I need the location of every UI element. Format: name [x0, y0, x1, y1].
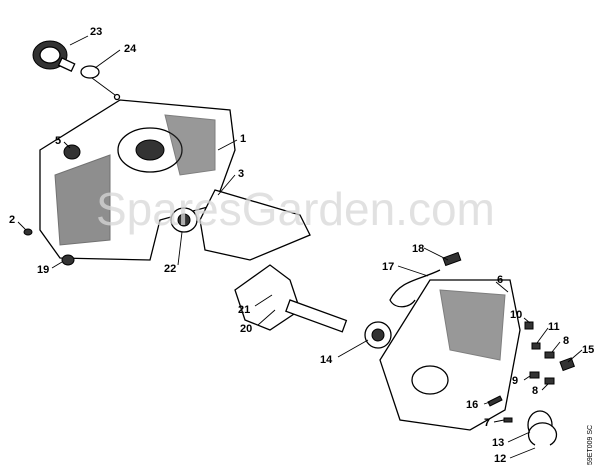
callout-21: 21: [238, 304, 250, 316]
callout-13: 13: [492, 437, 504, 449]
part-12-circlip: [527, 422, 558, 446]
part-7-pin: [503, 417, 513, 423]
callout-2: 2: [9, 214, 15, 226]
callout-8-upper: 8: [563, 335, 569, 347]
part-15-screw: [559, 357, 575, 372]
callout-16: 16: [466, 399, 478, 411]
part-3-gasket: [199, 189, 311, 261]
callout-24: 24: [124, 43, 137, 55]
callout-15: 15: [582, 344, 594, 356]
callout-7: 7: [484, 417, 490, 429]
part-23-oil-pump: [32, 40, 76, 73]
part-8-screw: [544, 351, 555, 359]
callout-23: 23: [90, 26, 102, 38]
callout-10: 10: [510, 309, 522, 321]
leader-lines: [17, 35, 583, 459]
callout-9: 9: [512, 375, 518, 387]
part-5-seal: [63, 144, 81, 160]
callout-17: 17: [382, 261, 394, 273]
drawing-code: 59ET009 SC: [587, 425, 594, 465]
part-14-bearing: [364, 321, 392, 349]
part-6-crankcase-right: [379, 279, 521, 431]
callout-5: 5: [55, 135, 61, 147]
callout-19: 19: [37, 264, 49, 276]
part-17-oil-hose: [389, 269, 441, 308]
part-18-fitting: [442, 251, 462, 267]
part-22-bearing: [170, 207, 198, 233]
callout-3: 3: [238, 168, 244, 180]
callout-20: 20: [240, 323, 252, 335]
part-11-screw: [531, 342, 541, 350]
part-16-screw: [487, 395, 503, 407]
callout-22: 22: [164, 263, 176, 275]
part-2-screw: [23, 228, 33, 236]
callout-6: 6: [497, 274, 503, 286]
part-19-plug: [61, 254, 75, 266]
part-20-crankshaft: [234, 264, 348, 333]
callout-1: 1: [240, 133, 246, 145]
callout-14: 14: [320, 354, 333, 366]
callout-11: 11: [548, 321, 560, 333]
watermark: SparesGarden.com: [96, 183, 495, 235]
part-9-screw: [529, 371, 540, 379]
part-8b-screw: [544, 377, 555, 385]
part-24-oring-and-line: [80, 65, 121, 101]
callout-8-lower: 8: [532, 385, 538, 397]
part-1-crankcase-left: [39, 99, 236, 261]
callout-12: 12: [494, 453, 506, 465]
part-10-plug: [524, 321, 534, 330]
callout-18: 18: [412, 243, 424, 255]
